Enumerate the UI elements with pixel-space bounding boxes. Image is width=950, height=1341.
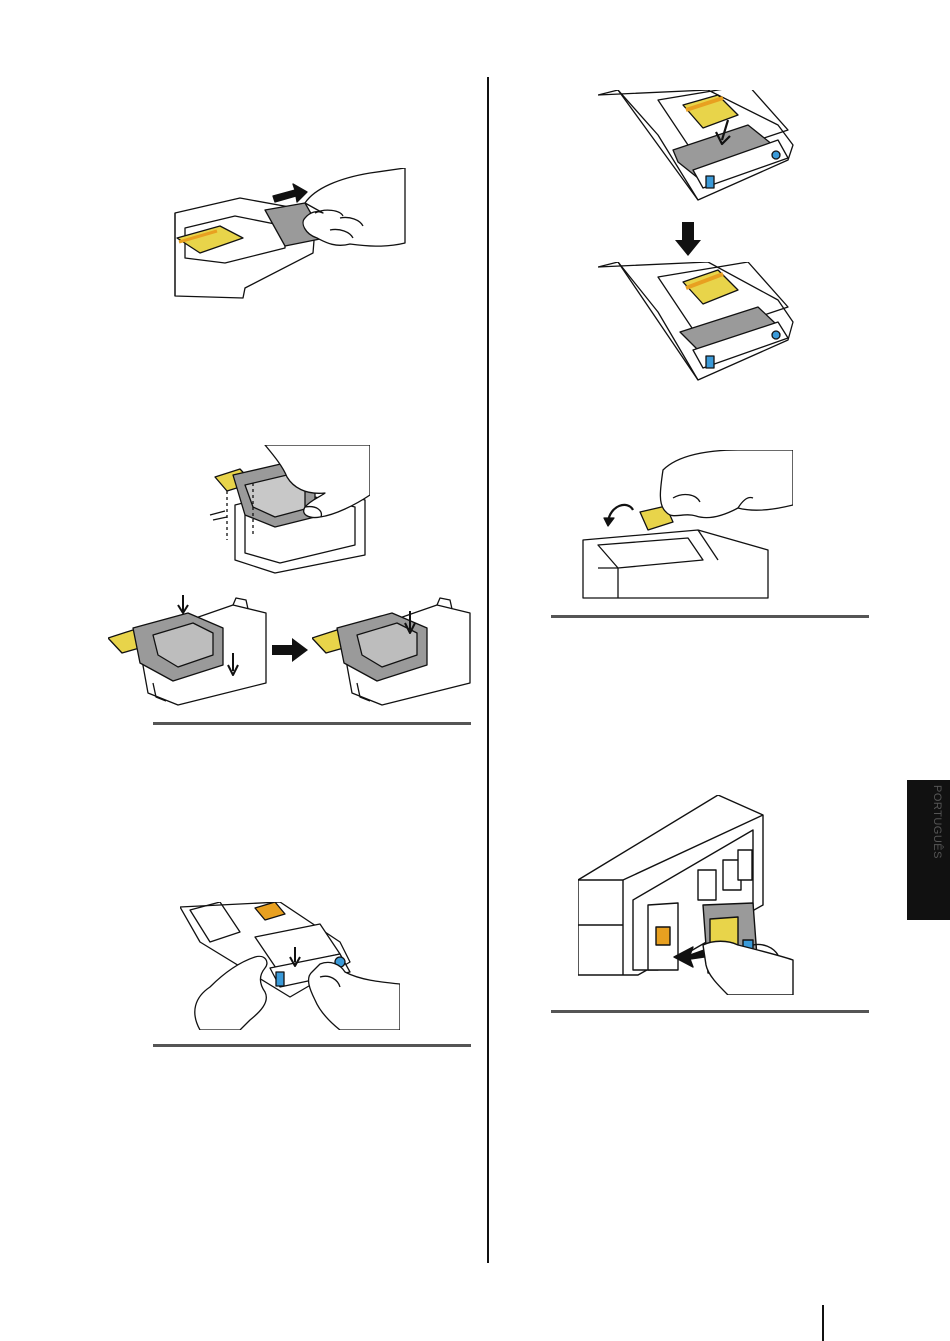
tray-cover-arrow-icon [598, 90, 793, 200]
cartridge-pressed-icon [312, 598, 470, 705]
lift-cover-figure [205, 445, 370, 575]
hand-peeling-seal-icon [583, 450, 793, 598]
step-divider [153, 1044, 471, 1047]
hand-lifting-cover-icon [210, 445, 370, 573]
step-divider [153, 722, 471, 725]
insert-ribbon-figure [180, 902, 400, 1030]
column-divider [487, 77, 489, 1263]
tray-cover-down-figure [598, 90, 796, 205]
insert-cartridge-printer-figure [578, 795, 798, 995]
press-cover-figure-before [108, 593, 268, 708]
tray-cover-closed-figure [598, 262, 796, 384]
press-cover-figure-after [312, 593, 472, 708]
transition-arrow-icon [272, 638, 308, 662]
step-divider [551, 1010, 869, 1013]
peel-seal-figure [578, 450, 793, 600]
cartridge-press-icon [108, 595, 266, 705]
language-tab-label: PORTUGUÊS [913, 785, 943, 895]
page-number-mark [822, 1305, 824, 1341]
step-divider [551, 615, 869, 618]
pull-tab-figure [165, 168, 410, 303]
down-arrow-icon [675, 222, 701, 256]
printer-insert-cartridge-icon [578, 795, 793, 995]
tray-closed-icon [598, 262, 793, 380]
hands-inserting-ribbon-icon [180, 902, 400, 1030]
hand-pulling-tab-icon [175, 168, 405, 298]
